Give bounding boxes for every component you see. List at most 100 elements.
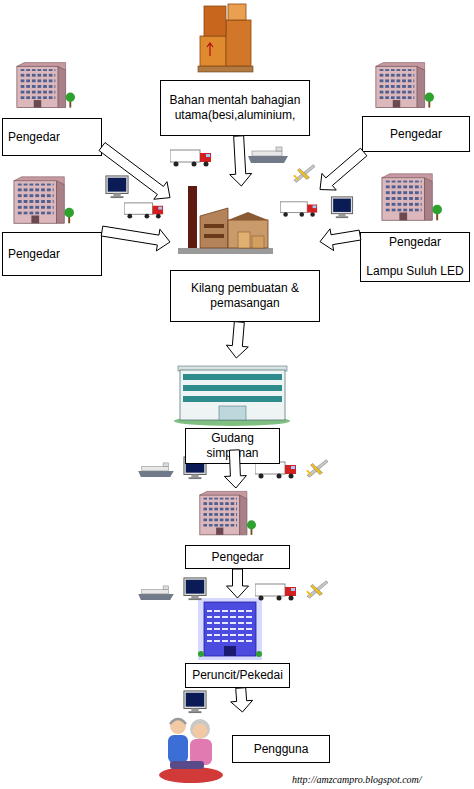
node-text: Pengedar [191,550,284,565]
flow-node: Pengedar [2,170,102,276]
node-text: Gudang simpanan [191,431,274,461]
block-arrow [226,322,248,358]
text-box: Bahan mentah bahagian utama(besi,alumini… [160,80,310,136]
flow-arrow [231,688,253,712]
flow-node: Bahan mentah bahagian utama(besi,alumini… [160,0,310,136]
plane-icon [306,460,328,477]
blanket [159,767,223,783]
text-box: Pengedar [2,232,102,276]
block-arrow [101,226,170,251]
ship-icon [248,147,288,163]
text-box: Pengedar [2,118,102,156]
truck-icon [280,202,317,217]
distributor-building [376,63,434,108]
factory-illustration [178,186,273,254]
material-boxes [198,4,253,72]
truck-icon [170,150,211,167]
node-text: Pengguna [238,742,324,757]
block-arrow [224,450,246,488]
legs [170,761,204,769]
computer-icon [184,691,206,713]
warehouse-illustration [174,366,290,426]
plane-icon [306,581,328,598]
flow-arrow [224,450,246,488]
watermark: http://amzcampro.blogspot.com/ [292,774,422,785]
block-arrow [227,569,249,598]
factory-roof [228,212,268,220]
shop-body [204,602,256,656]
node-text: Lampu Suluh LED [366,264,464,279]
flow-node: PengedarLampu Suluh LED [360,170,470,282]
computer-icon [331,197,352,218]
factory-hall [200,208,228,248]
node-text: Pengedar [8,247,96,262]
man-hair [170,719,186,724]
pallet [198,66,253,72]
node-text: Bahan mentah bahagian utama(besi,alumini… [166,93,304,123]
flow-node: Peruncit/Pekedai [185,598,290,688]
ship-icon [138,463,174,477]
block-arrow [320,148,367,190]
warehouse-windows [183,374,282,380]
flow-node: Pengguna [158,712,332,784]
distributor-building [14,177,74,224]
crate [238,232,250,248]
tree-crown [198,651,204,657]
plane-icon [293,165,315,182]
block-arrow [320,229,361,251]
block-arrow [99,143,170,200]
flow-arrow [320,229,361,251]
box [200,36,226,66]
box [226,20,251,66]
box [204,6,226,36]
flow-arrow [99,143,170,200]
computer-icon [106,176,128,198]
warehouse-windows [183,396,282,402]
factory-ground [178,248,273,254]
block-arrow [231,688,253,712]
factory-annex [228,220,268,248]
shop-glow [198,598,262,660]
truck-icon [255,462,296,479]
man-face [170,718,186,734]
ship-icon [138,586,174,600]
text-box: Peruncit/Pekedai [185,663,290,688]
box-mark [207,43,213,56]
flow-node: Pengedar [185,488,290,569]
factory-window [204,224,224,228]
text-box: Kilang pembuatan & pemasangan [170,270,320,322]
distributor-building [17,63,75,108]
block-arrow [230,136,252,186]
man-shirt [168,735,188,763]
flow-arrow [227,569,249,598]
node-text: Kilang pembuatan & pemasangan [176,281,314,311]
flow-node: Kilang pembuatan & pemasangan [170,186,320,322]
text-box: PengedarLampu Suluh LED [360,232,470,282]
truck-icon [255,584,296,601]
flow-node: Pengedar [362,62,470,152]
node-text: Pengedar [366,235,464,250]
flow-arrow [101,226,170,251]
tree-crown [256,651,262,657]
shop-windows [207,606,253,646]
warehouse-entrance [219,406,246,420]
text-box: Pengedar [362,116,470,152]
distributor-building [382,174,442,221]
consumer-illustration [159,718,223,783]
warehouse-windows [183,385,282,391]
flow-arrow [320,148,367,190]
shop-illustration [198,598,262,660]
factory-chimney [188,186,197,248]
node-text: Peruncit/Pekedai [191,668,284,683]
woman-face [193,724,208,739]
text-box: Pengguna [232,735,330,763]
computer-icon [184,578,206,600]
flow-node: Gudang simpanan [175,358,290,450]
text-box: Gudang simpanan [185,428,280,464]
flow-node: Pengedar [2,62,102,156]
truck-icon [124,203,163,219]
node-text: Pengedar [368,127,464,142]
node-text: Pengedar [8,130,96,145]
factory-window [204,234,224,238]
shop-door [224,646,236,656]
